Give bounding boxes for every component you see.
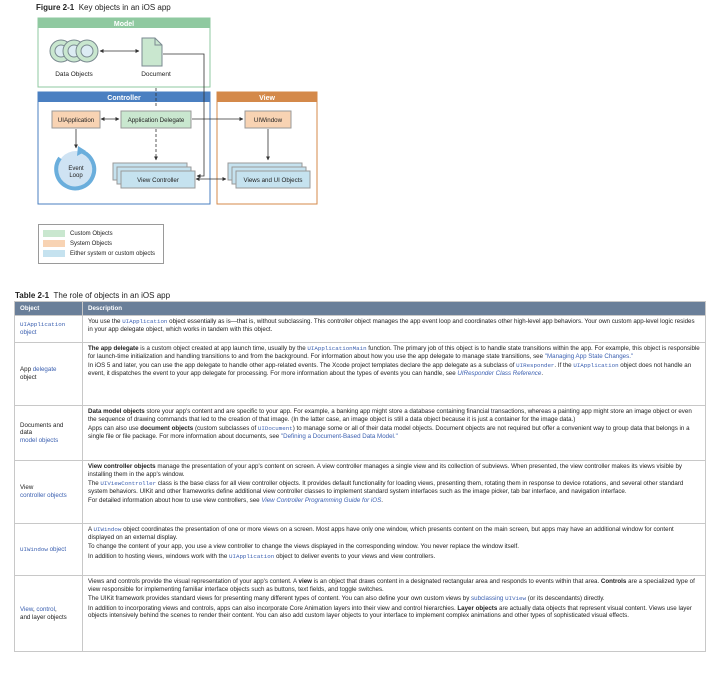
- figure-title: Figure 2-1 Key objects in an iOS app: [36, 3, 171, 12]
- object-link[interactable]: UIApplication: [20, 321, 66, 329]
- text-link[interactable]: UIResponder Class Reference: [457, 369, 542, 377]
- event-loop-icon: [54, 146, 97, 191]
- roles-table: Object Description UIApplication object …: [14, 301, 706, 652]
- table-header-row: Object Description: [14, 301, 706, 316]
- code-link[interactable]: UIApplication: [573, 362, 619, 370]
- key-objects-diagram: Model Data Objects Document Controller U…: [37, 17, 318, 205]
- code-link[interactable]: UIViewController: [100, 480, 157, 488]
- legend-swatch-either: [43, 250, 65, 257]
- description-cell: Views and controls provide the visual re…: [82, 575, 706, 652]
- table-title: Table 2-1 The role of objects in an iOS …: [15, 291, 170, 300]
- data-objects-icon: [49, 39, 99, 63]
- app-delegate-label: Application Delegate: [128, 117, 185, 124]
- code-link[interactable]: UIApplicationMain: [307, 345, 367, 352]
- table-row: UIApplication object You use the UIAppli…: [14, 315, 706, 343]
- view-header: View: [259, 95, 275, 102]
- document-icon: [141, 37, 163, 67]
- table-row: View, control, and layer objects Views a…: [14, 575, 706, 652]
- figure-caption: Key objects in an iOS app: [78, 3, 171, 12]
- table-label: Table 2-1: [15, 291, 50, 300]
- description-cell: The app delegate is a custom object crea…: [82, 342, 706, 406]
- text-link[interactable]: subclassing: [471, 595, 504, 603]
- object-link[interactable]: model objects: [20, 436, 59, 444]
- table-caption: The role of objects in an iOS app: [53, 291, 171, 300]
- view-controller-stack: [112, 162, 196, 189]
- document-label: Document: [141, 71, 171, 78]
- text-link[interactable]: "Managing App State Changes.": [544, 352, 634, 360]
- object-cell: UIWindow object: [14, 523, 83, 576]
- view-controller-label: View Controller: [137, 177, 179, 184]
- legend-swatch-custom: [43, 230, 65, 237]
- views-ui-label: Views and UI Objects: [243, 177, 302, 184]
- object-link[interactable]: UIWindow: [20, 545, 48, 553]
- legend-item-either: Either system or custom objects: [43, 250, 163, 258]
- object-link-suffix[interactable]: object: [20, 329, 37, 336]
- table-row: View controller objects View controller …: [14, 460, 706, 524]
- object-link[interactable]: delegate: [32, 366, 57, 374]
- code-link[interactable]: UIApplication: [229, 552, 275, 560]
- legend-swatch-system: [43, 240, 65, 247]
- code-link[interactable]: UIApplication: [122, 318, 168, 325]
- code-link[interactable]: UIWindow: [93, 526, 122, 533]
- data-objects-label: Data Objects: [55, 71, 93, 78]
- legend-item-system: System Objects: [43, 240, 163, 248]
- object-link[interactable]: controller objects: [20, 492, 67, 499]
- text-link[interactable]: View Controller Programming Guide for iO…: [261, 497, 382, 505]
- text-link[interactable]: "Defining a Document-Based Data Model.": [280, 432, 398, 440]
- object-link-suffix[interactable]: object: [49, 545, 67, 553]
- description-cell: Data model objects store your app's cont…: [82, 405, 706, 461]
- object-cell: View controller objects: [14, 460, 83, 524]
- table-row: App delegate object The app delegate is …: [14, 342, 706, 406]
- description-cell: A UIWindow object coordinates the presen…: [82, 523, 706, 576]
- description-cell: View controller objects manage the prese…: [82, 460, 706, 524]
- app-delegate-box: [120, 110, 192, 129]
- header-object: Object: [14, 301, 83, 316]
- object-link[interactable]: control: [36, 605, 55, 613]
- uiapplication-box: [51, 110, 101, 129]
- model-group: Model Data Objects Document: [37, 17, 211, 88]
- object-cell: View, control, and layer objects: [14, 575, 83, 652]
- legend-label-custom: Custom Objects: [70, 231, 113, 237]
- uiwindow-label: UIWindow: [254, 117, 283, 124]
- object-cell: App delegate object: [14, 342, 83, 406]
- legend-label-system: System Objects: [70, 241, 113, 247]
- controller-header: Controller: [107, 95, 141, 102]
- controller-group: Controller UIApplication Application Del…: [37, 91, 211, 205]
- event-loop-label-2: Loop: [69, 173, 83, 179]
- object-cell: UIApplication object: [14, 315, 83, 343]
- view-group: View UIWindow Views and UI Objects: [216, 91, 318, 205]
- code-link[interactable]: UIView: [505, 595, 526, 603]
- legend-item-custom: Custom Objects: [43, 230, 163, 238]
- uiwindow-box: [244, 110, 292, 129]
- legend: Custom Objects System Objects Either sys…: [38, 224, 164, 264]
- object-cell: Documents and data model objects: [14, 405, 83, 461]
- header-description: Description: [82, 301, 706, 316]
- code-link[interactable]: UIDocument: [257, 425, 293, 433]
- table-row: Documents and data model objects Data mo…: [14, 405, 706, 461]
- table-row: UIWindow object A UIWindow object coordi…: [14, 523, 706, 576]
- model-header: Model: [114, 21, 134, 28]
- views-ui-stack: [227, 162, 311, 189]
- code-link[interactable]: UIResponder: [516, 362, 555, 370]
- object-link[interactable]: View: [20, 605, 33, 613]
- description-cell: You use the UIApplication object essenti…: [82, 315, 706, 343]
- legend-label-either: Either system or custom objects: [70, 251, 156, 257]
- figure-label: Figure 2-1: [36, 3, 75, 12]
- event-loop-label-1: Event: [68, 166, 84, 172]
- uiapplication-label: UIApplication: [58, 117, 95, 124]
